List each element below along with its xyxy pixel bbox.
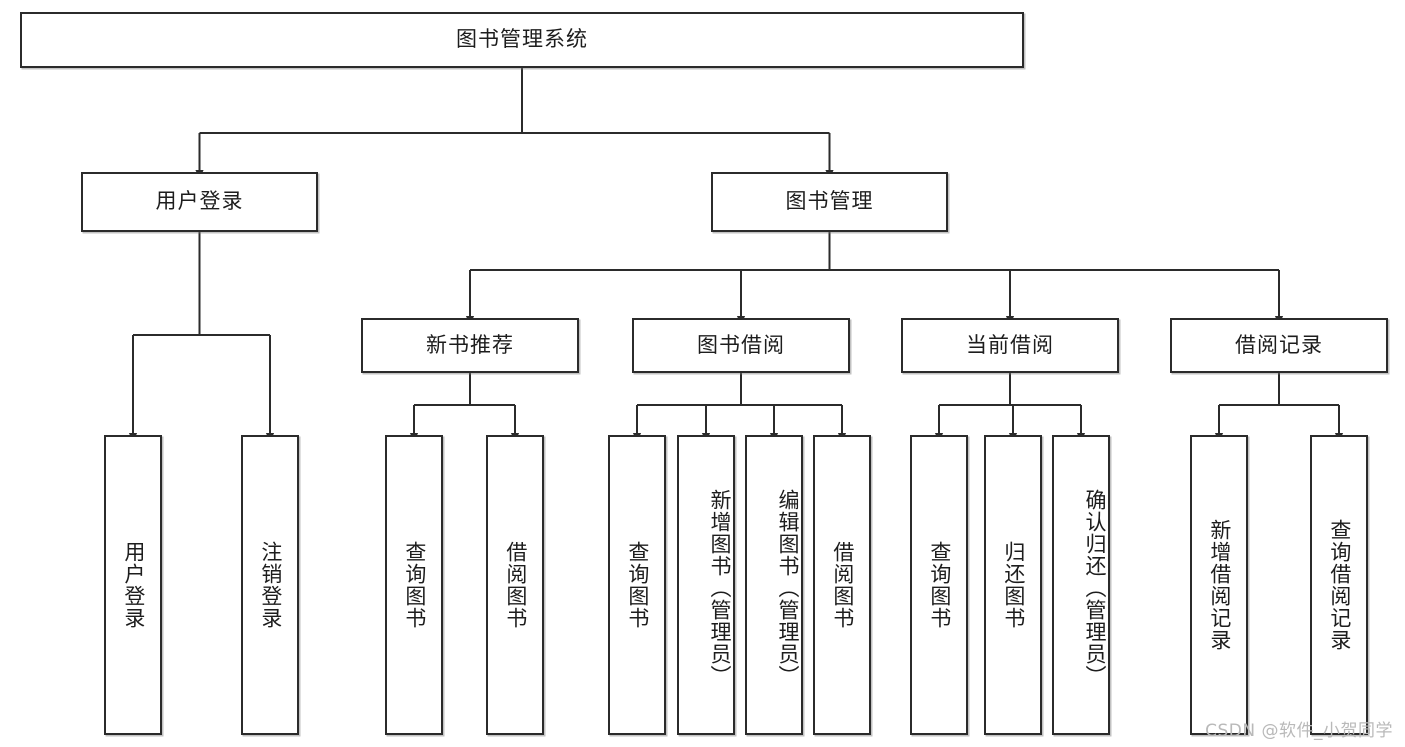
node-leaf-user-logout[interactable]: 注销登录: [241, 435, 299, 735]
node-label-leaf-add-borrow-record: 新增借阅记录: [1207, 519, 1232, 651]
node-current-borrow[interactable]: 当前借阅: [901, 318, 1119, 373]
node-label-user-login: 用户登录: [155, 189, 244, 214]
node-user-login[interactable]: 用户登录: [81, 172, 318, 232]
node-label-leaf-query-book-borrow: 查询图书: [625, 541, 650, 629]
node-label-leaf-user-login: 用户登录: [121, 541, 146, 629]
node-leaf-confirm-return-admin[interactable]: 确认归还（管理员）: [1052, 435, 1110, 735]
node-leaf-query-book-rec[interactable]: 查询图书: [385, 435, 443, 735]
node-leaf-user-login[interactable]: 用户登录: [104, 435, 162, 735]
node-label-leaf-query-borrow-record: 查询借阅记录: [1327, 519, 1352, 651]
node-label-leaf-user-logout: 注销登录: [258, 541, 283, 629]
watermark-credit: CSDN @软件_小贺同学: [1205, 721, 1393, 741]
node-label-leaf-edit-book-admin: 编辑图书（管理员）: [776, 489, 800, 687]
node-book-borrow[interactable]: 图书借阅: [632, 318, 850, 373]
node-leaf-query-borrow-record[interactable]: 查询借阅记录: [1310, 435, 1368, 735]
node-leaf-query-book-borrow[interactable]: 查询图书: [608, 435, 666, 735]
node-label-current-borrow: 当前借阅: [966, 332, 1054, 357]
node-label-borrow-record: 借阅记录: [1235, 332, 1323, 357]
node-label-book-manage: 图书管理: [785, 189, 874, 214]
node-leaf-borrow-book[interactable]: 借阅图书: [813, 435, 871, 735]
node-leaf-edit-book-admin[interactable]: 编辑图书（管理员）: [745, 435, 803, 735]
node-root[interactable]: 图书管理系统: [20, 12, 1024, 68]
node-label-leaf-query-book-current: 查询图书: [927, 541, 952, 629]
node-borrow-record[interactable]: 借阅记录: [1170, 318, 1388, 373]
node-leaf-borrow-book-rec[interactable]: 借阅图书: [486, 435, 544, 735]
node-label-leaf-add-book-admin: 新增图书（管理员）: [708, 489, 732, 687]
node-label-leaf-borrow-book: 借阅图书: [830, 541, 855, 629]
node-label-root: 图书管理系统: [456, 27, 588, 52]
node-leaf-return-book[interactable]: 归还图书: [984, 435, 1042, 735]
node-new-book-recommend[interactable]: 新书推荐: [361, 318, 579, 373]
node-leaf-add-book-admin[interactable]: 新增图书（管理员）: [677, 435, 735, 735]
node-leaf-query-book-current[interactable]: 查询图书: [910, 435, 968, 735]
node-label-new-book-recommend: 新书推荐: [426, 332, 514, 357]
node-leaf-add-borrow-record[interactable]: 新增借阅记录: [1190, 435, 1248, 735]
node-book-manage[interactable]: 图书管理: [711, 172, 948, 232]
node-label-book-borrow: 图书借阅: [697, 332, 785, 357]
node-label-leaf-query-book-rec: 查询图书: [402, 541, 427, 629]
node-label-leaf-confirm-return-admin: 确认归还（管理员）: [1083, 489, 1107, 687]
node-label-leaf-return-book: 归还图书: [1001, 541, 1026, 629]
node-label-leaf-borrow-book-rec: 借阅图书: [503, 541, 528, 629]
